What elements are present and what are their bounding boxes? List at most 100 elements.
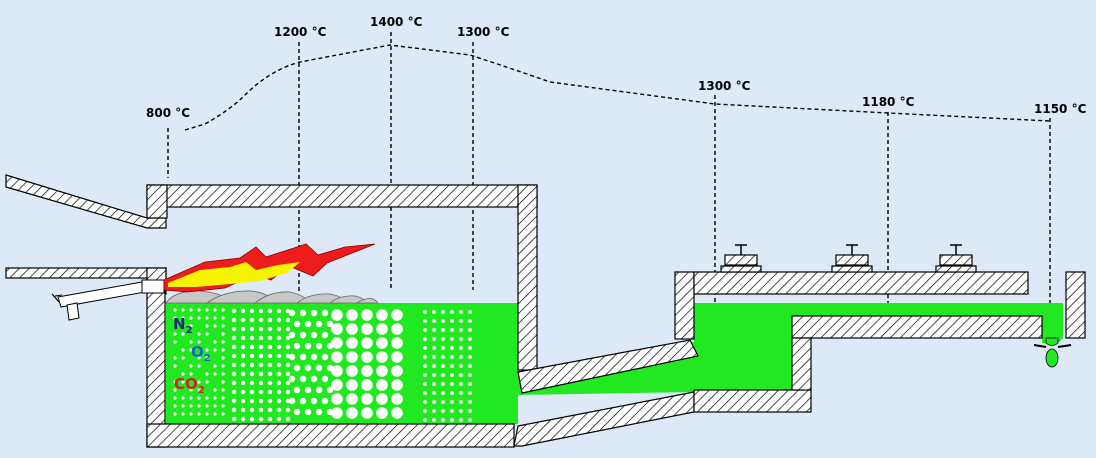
gas-bubble — [205, 356, 209, 360]
gas-bubble — [249, 380, 255, 386]
gas-bubble — [231, 326, 237, 332]
gas-bubble — [276, 398, 282, 404]
gas-bubble — [288, 331, 296, 339]
stirrer-icon — [720, 244, 762, 273]
gas-bubble — [304, 342, 312, 350]
gas-bubble — [361, 393, 373, 405]
gas-bubble — [468, 355, 472, 359]
gas-bubble — [331, 393, 343, 405]
gas-bubble — [240, 389, 246, 395]
gas-bubble — [459, 382, 463, 386]
gas-bubble — [221, 348, 225, 352]
gas-bubble — [450, 328, 454, 332]
gas-bubble — [258, 326, 264, 332]
gas-bubble — [331, 407, 343, 419]
gas-bubble — [310, 309, 318, 317]
gas-bubble — [197, 364, 201, 368]
gas-bubble — [221, 308, 225, 312]
gas-bubble — [240, 344, 246, 350]
gas-bubble — [441, 337, 445, 341]
gas-bubble — [288, 353, 296, 361]
gas-bubble — [231, 389, 237, 395]
gas-bubble — [304, 386, 312, 394]
gas-bubble — [213, 316, 217, 320]
temp-label-800: 800 °C — [146, 106, 190, 120]
gas-bubble — [231, 371, 237, 377]
gas-bubble — [441, 364, 445, 368]
gas-bubble — [376, 323, 388, 335]
gas-bubble — [361, 365, 373, 377]
gas-bubble — [293, 342, 301, 350]
gas-bubble — [276, 371, 282, 377]
stirrer-icon — [935, 244, 977, 273]
gas-bubble — [231, 335, 237, 341]
gas-bubble — [197, 356, 201, 360]
gas-bubble — [276, 326, 282, 332]
gas-bubble — [267, 416, 273, 422]
gas-bubble — [459, 337, 463, 341]
gas-bubble — [315, 408, 323, 416]
gas-bubble — [189, 348, 193, 352]
gas-bubble — [276, 353, 282, 359]
gas-bubble — [321, 309, 329, 317]
gas-bubble — [249, 344, 255, 350]
gas-bubble — [376, 309, 388, 321]
gas-bubble — [432, 355, 436, 359]
gas-bubble — [304, 320, 312, 328]
gas-bubble — [468, 400, 472, 404]
gas-bubble — [450, 409, 454, 413]
gas-bubble — [315, 342, 323, 350]
gas-bubble — [189, 364, 193, 368]
furnace-walls — [5, 174, 1086, 448]
gas-bubble — [258, 317, 264, 323]
gob-drop-icon — [1033, 337, 1072, 368]
gas-bubble — [315, 320, 323, 328]
gas-bubble — [267, 371, 273, 377]
gas-bubble — [205, 332, 209, 336]
gas-bubble — [213, 340, 217, 344]
gas-bubble — [249, 371, 255, 377]
gas-bubble — [285, 380, 291, 386]
gas-bubble — [459, 319, 463, 323]
gas-bubble — [173, 356, 177, 360]
gas-bubble — [321, 353, 329, 361]
gas-bubble — [285, 407, 291, 413]
gas-bubble — [459, 391, 463, 395]
gas-bubble — [441, 346, 445, 350]
gas-bubble — [173, 308, 177, 312]
gas-bubble — [450, 310, 454, 314]
gas-bubble — [231, 416, 237, 422]
gas-bubble — [288, 397, 296, 405]
gas-bubble — [181, 372, 185, 376]
gas-bubble — [285, 371, 291, 377]
gas-bubble — [441, 355, 445, 359]
gas-bubble — [189, 388, 193, 392]
gas-bubble — [267, 362, 273, 368]
gas-bubble — [310, 375, 318, 383]
gas-bubble — [432, 409, 436, 413]
gas-bubble — [450, 364, 454, 368]
gas-bubble — [376, 365, 388, 377]
gas-bubble — [391, 309, 403, 321]
gas-bubble — [432, 346, 436, 350]
flame-icon — [163, 243, 376, 293]
gas-bubble — [213, 324, 217, 328]
gas-bubble — [189, 404, 193, 408]
gas-bubble — [221, 372, 225, 376]
gas-bubble — [331, 351, 343, 363]
gas-bubble — [315, 364, 323, 372]
gas-bubble — [468, 337, 472, 341]
gas-bubble — [197, 388, 201, 392]
gas-bubble — [181, 404, 185, 408]
gas-bubble — [173, 404, 177, 408]
gas-bubble — [197, 404, 201, 408]
gas-bubble — [258, 416, 264, 422]
gas-bubble — [181, 308, 185, 312]
gas-bubble — [423, 373, 427, 377]
temp-label-1300b: 1300 °C — [698, 79, 751, 93]
gas-bubble — [231, 362, 237, 368]
gas-bubble — [221, 412, 225, 416]
gas-bubble — [361, 407, 373, 419]
gas-bubble — [346, 337, 358, 349]
